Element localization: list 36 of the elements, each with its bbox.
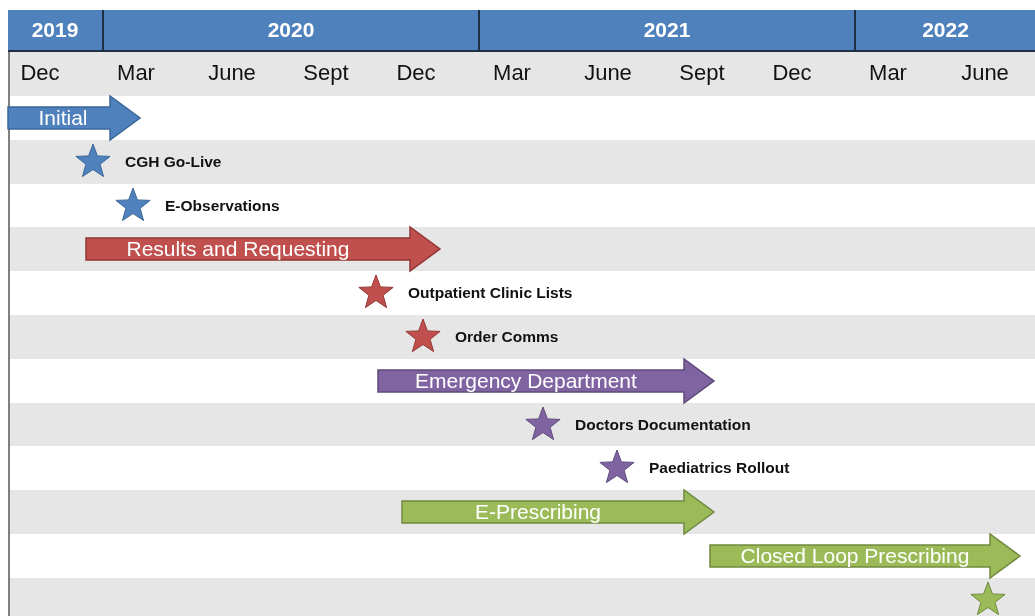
month-label: Mar — [869, 60, 907, 86]
year-label: 2020 — [267, 18, 315, 42]
phase-bar — [710, 533, 1020, 578]
phase-bar — [8, 95, 140, 140]
milestone-label: E-Observations — [165, 196, 280, 215]
milestone-label: CGH Go-Live — [125, 152, 222, 171]
milestone-star — [524, 404, 562, 443]
month-label: Sept — [679, 60, 725, 86]
milestone-star — [74, 141, 112, 180]
phase-label: Results and Requesting — [126, 237, 350, 262]
month-label: Mar — [493, 60, 531, 86]
month-label: June — [208, 60, 256, 86]
year-label: 2022 — [922, 18, 969, 42]
phase-bar — [402, 490, 714, 535]
milestone-star — [404, 316, 442, 355]
phase-label: Closed Loop Prescribing — [740, 543, 970, 568]
month-label: June — [961, 60, 1009, 86]
phase-label: E-Prescribing — [474, 500, 601, 525]
phase-label: Initial — [38, 105, 88, 130]
phase-label: Emergency Department — [415, 368, 637, 393]
phase-bar — [378, 358, 714, 403]
month-label: Mar — [117, 60, 155, 86]
year-label: 2021 — [643, 18, 691, 42]
milestone-label: Outpatient Clinic Lists — [408, 284, 573, 303]
month-label: June — [584, 60, 632, 86]
milestone-star — [969, 579, 1007, 616]
milestone-label: Order Comms — [455, 327, 559, 346]
month-label: Dec — [396, 60, 436, 86]
milestone-label: Doctors Documentation — [575, 415, 751, 434]
month-label: Dec — [772, 60, 812, 86]
milestone-star — [114, 185, 152, 224]
year-label: 2019 — [31, 18, 79, 42]
month-label: Sept — [303, 60, 349, 86]
milestone-label: Paediatrics Rollout — [649, 459, 790, 478]
month-label: Dec — [20, 60, 60, 86]
phase-bar — [86, 227, 440, 272]
